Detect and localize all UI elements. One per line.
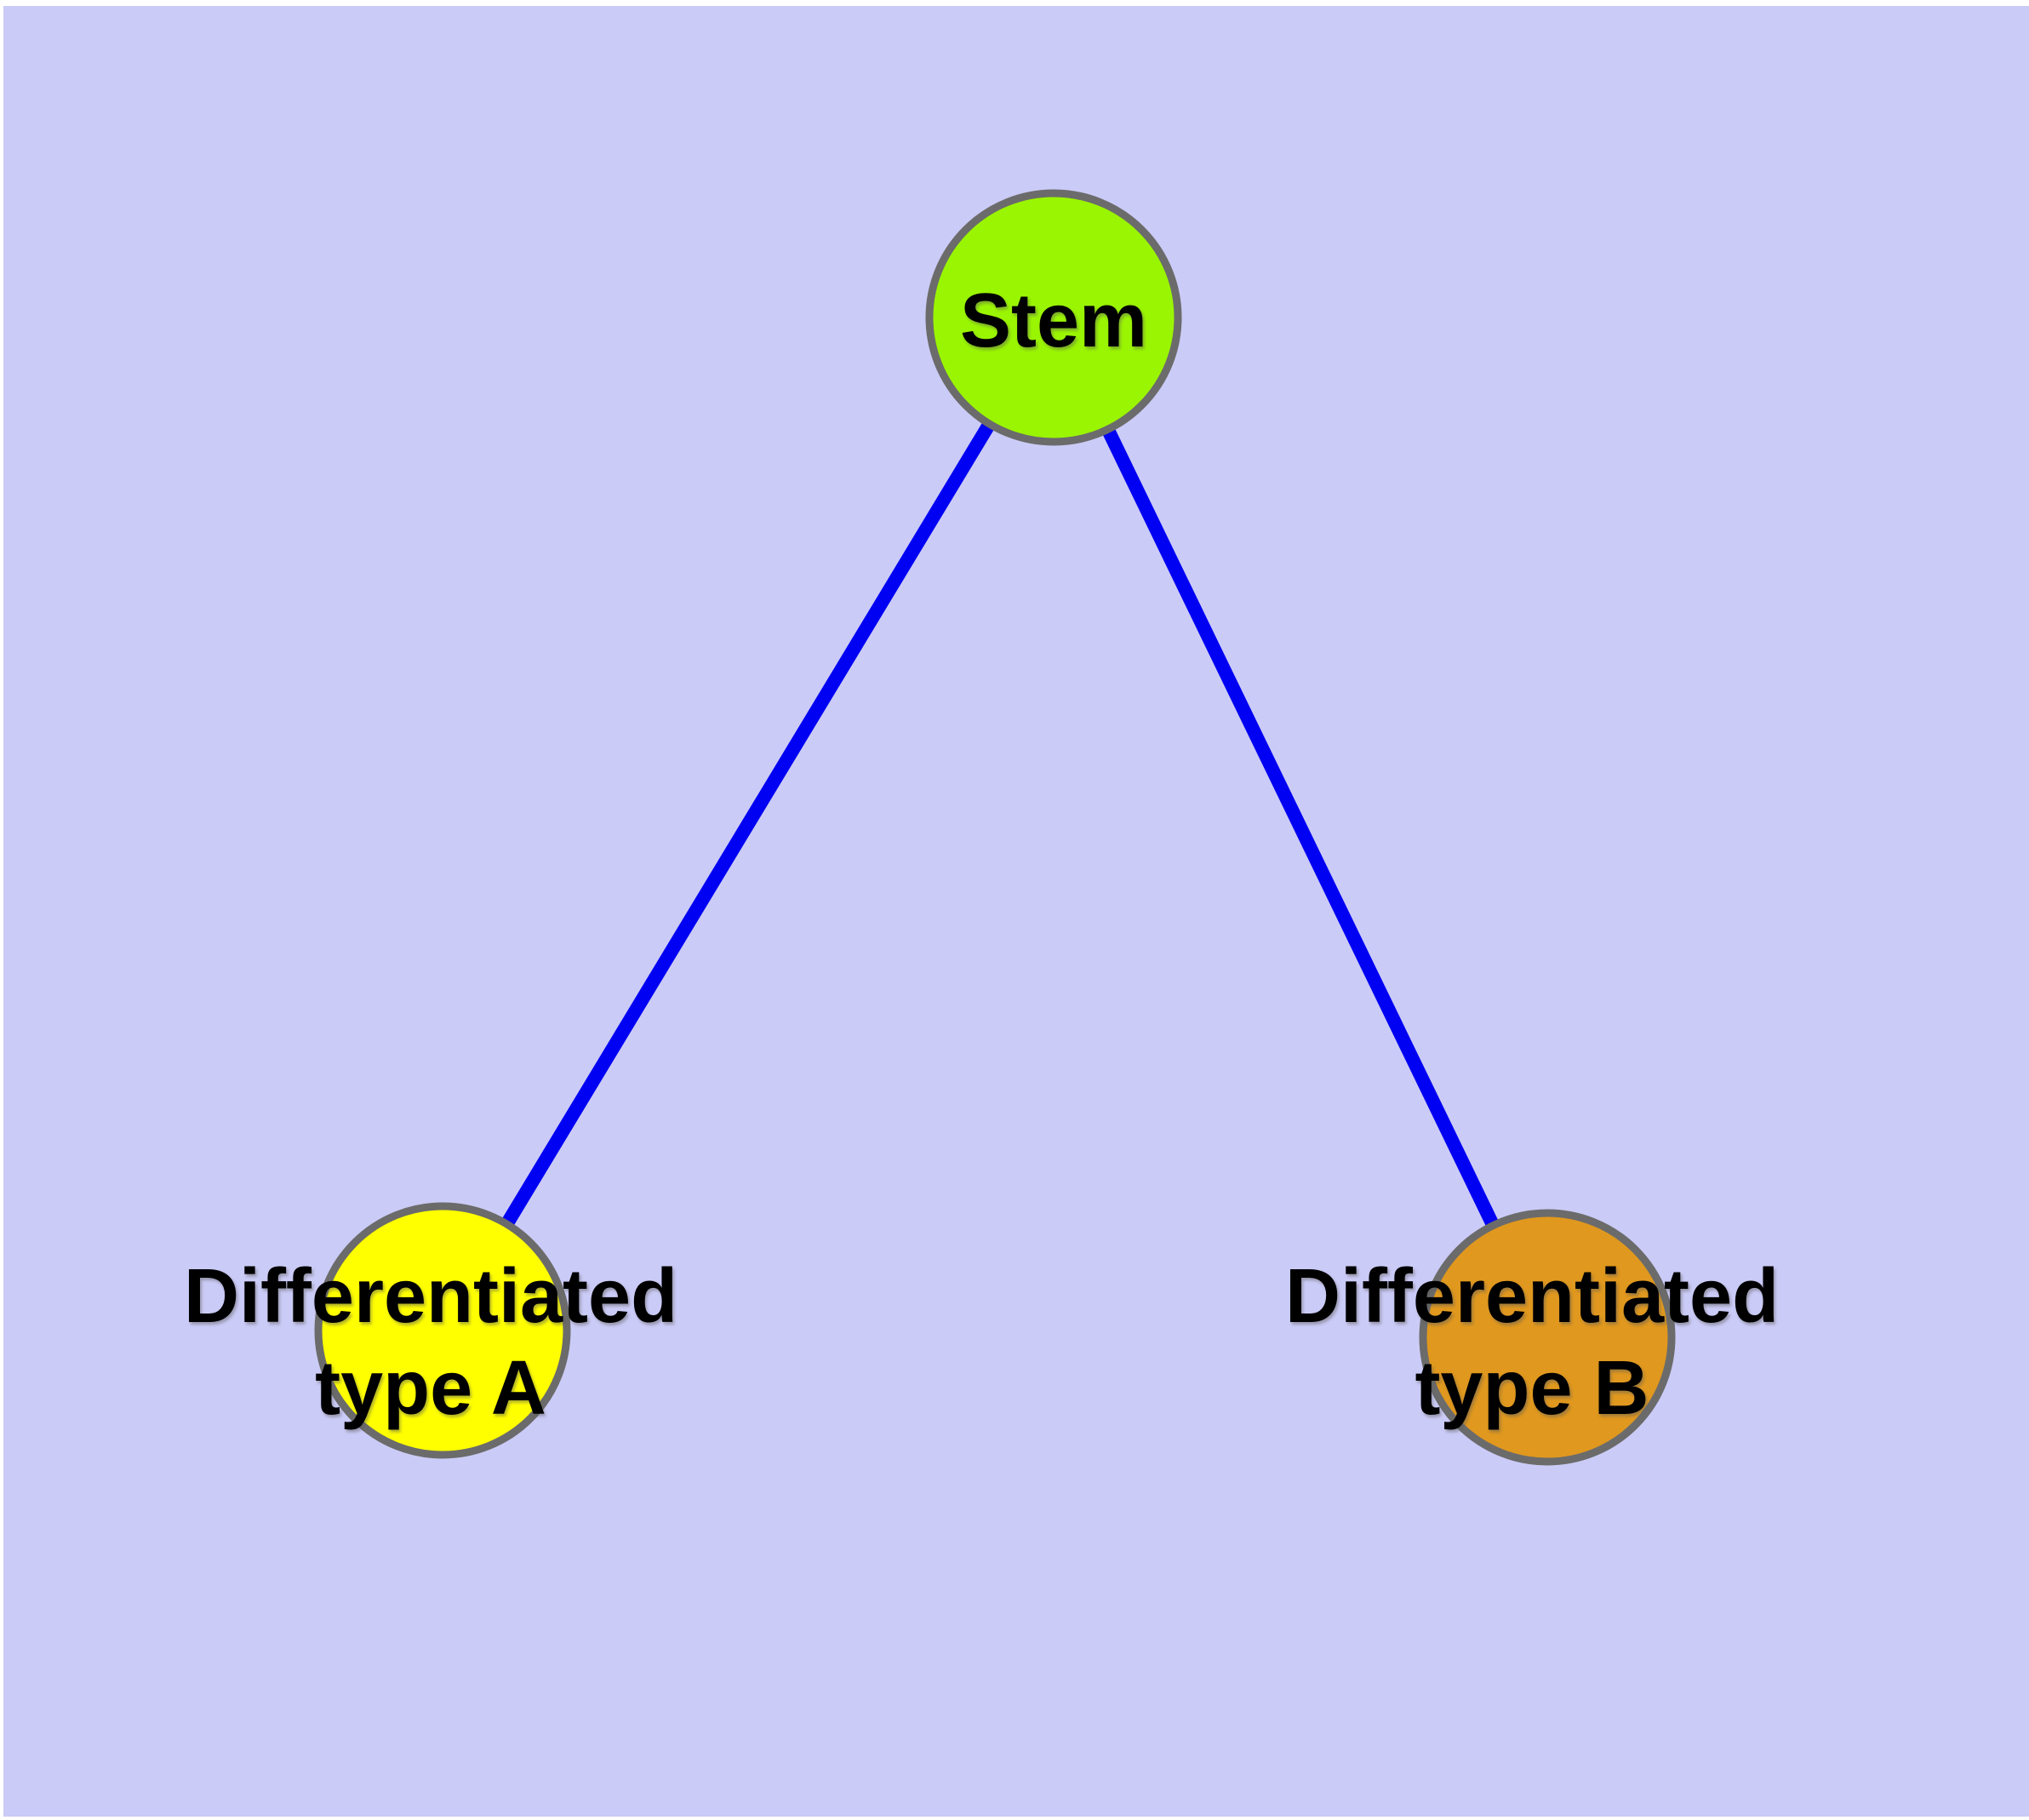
type-b-node-circle — [1419, 1209, 1676, 1466]
edge-stem-to-type-b — [1047, 314, 1554, 1341]
edge-stem-to-type-a — [437, 313, 1060, 1335]
stem-node-circle — [925, 189, 1182, 446]
type-a-node-circle — [314, 1202, 571, 1459]
diagram-canvas: Stem Differentiated type A Differentiate… — [3, 6, 2029, 1817]
graph-svg — [314, 189, 1676, 1466]
